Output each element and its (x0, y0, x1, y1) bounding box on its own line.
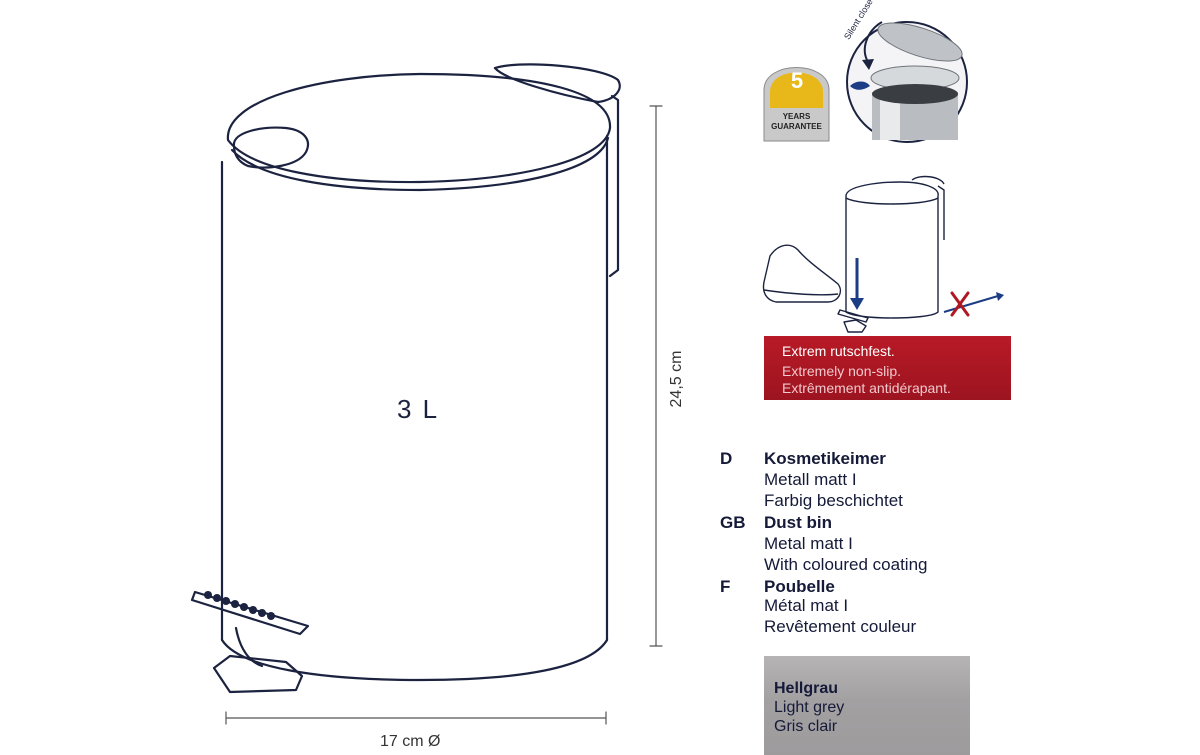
width-dimension: 17 cm Ø (380, 733, 441, 750)
lang-code-gb: GB (720, 513, 746, 532)
non-slip-diagram (762, 175, 945, 333)
bin-lid (226, 72, 612, 184)
description-line: Farbig beschichtet (764, 491, 903, 510)
description-line: Metall matt I (764, 470, 857, 489)
non-slip-banner: Extrem rutschfest. Extremely non-slip. E… (764, 336, 1011, 400)
shoe-icon (762, 244, 842, 303)
non-slip-en: Extremely non-slip. (782, 363, 902, 379)
color-swatch: Hellgrau Light grey Gris clair (764, 656, 970, 755)
height-dimension: 24,5 cm (668, 350, 685, 408)
guarantee-number: 5 (790, 68, 804, 93)
description-line: Metal matt I (764, 534, 853, 553)
lang-code-f: F (720, 577, 731, 596)
cross-icon (950, 291, 970, 317)
description-line: With coloured coating (764, 555, 928, 574)
non-slip-fr: Extrêmement antidérapant. (782, 380, 951, 396)
description-line: Métal mat I (764, 596, 849, 615)
color-name-fr: Gris clair (774, 718, 838, 735)
lang-code-de: D (720, 449, 733, 468)
non-slip-de: Extrem rutschfest. (782, 343, 895, 359)
description-title-de: Kosmetikeimer (764, 449, 886, 468)
guarantee-badge-icon (763, 67, 830, 142)
description-line: Revêtement couleur (764, 617, 917, 636)
silent-close-icon (846, 21, 968, 143)
bin-handle (493, 63, 621, 104)
color-name-en: Light grey (774, 699, 845, 716)
guarantee-label: GUARANTEE (771, 122, 822, 131)
volume-label: 3 L (397, 394, 440, 424)
description-title-gb: Dust bin (764, 513, 832, 532)
guarantee-years: YEARS (782, 112, 811, 121)
color-name-de: Hellgrau (774, 680, 839, 697)
description-title-f: Poubelle (764, 577, 835, 596)
lid-tab (232, 126, 310, 169)
